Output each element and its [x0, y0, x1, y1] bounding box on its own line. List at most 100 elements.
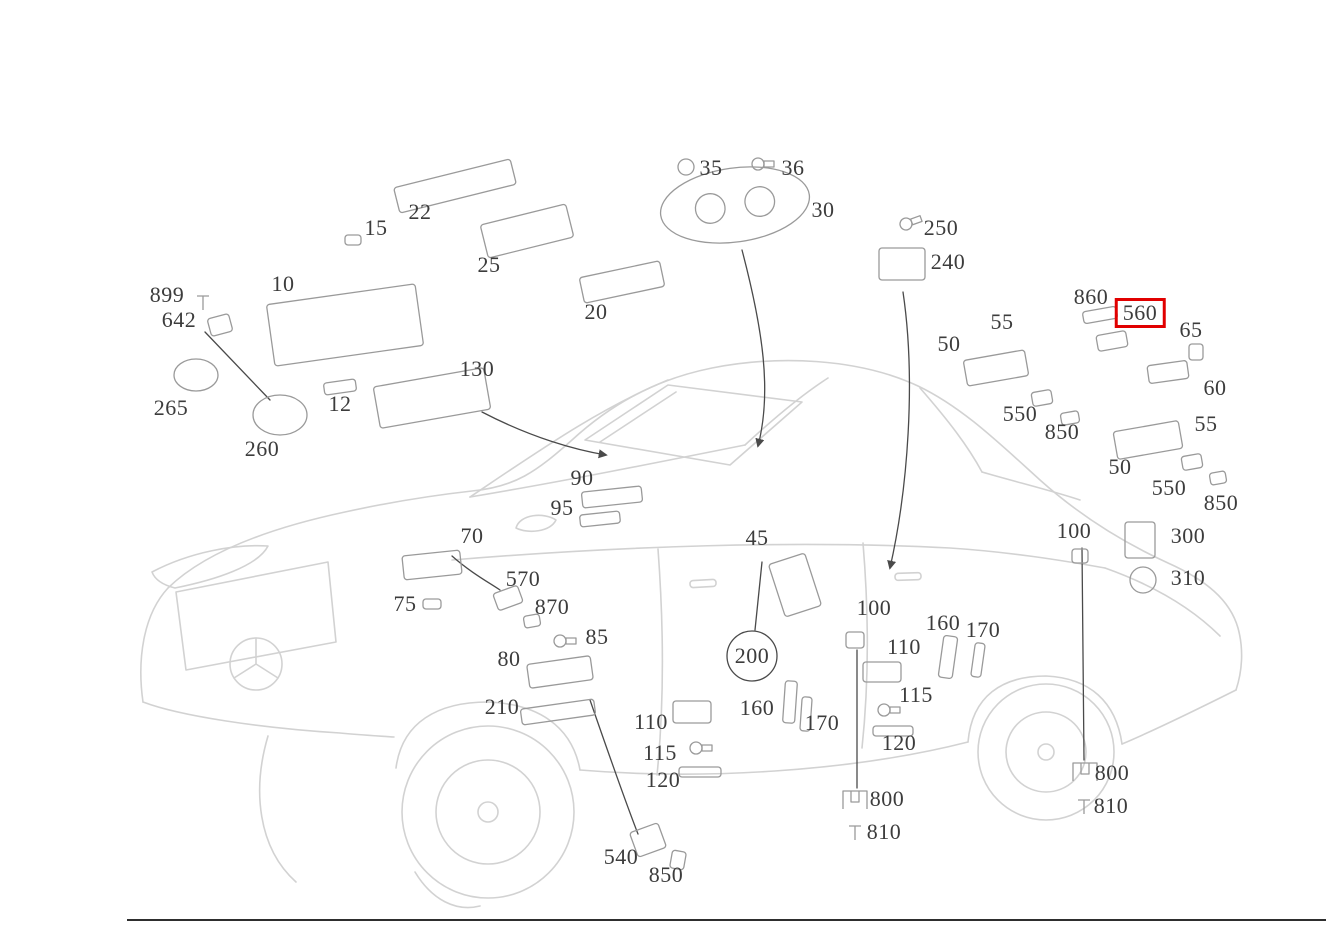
part-number-label[interactable]: 36: [781, 155, 805, 180]
part-number-label[interactable]: 55: [1194, 411, 1218, 436]
overhead-lamp-unit-30-icon: [659, 166, 811, 244]
connector-540-icon: [629, 822, 667, 858]
fitting-550-front-icon: [1030, 389, 1054, 407]
part-number-label[interactable]: 260: [244, 436, 280, 461]
part-number-label[interactable]: 240: [930, 249, 966, 274]
part-number-label[interactable]: 85: [585, 624, 609, 649]
part-number-label[interactable]: 200: [734, 643, 770, 668]
part-number-label[interactable]: 160: [925, 610, 961, 635]
part-number-label[interactable]: 850: [1203, 490, 1239, 515]
part-number-label[interactable]: 300: [1170, 523, 1206, 548]
lamp-560-icon: [1095, 330, 1129, 352]
clip-15-icon: [344, 234, 362, 246]
part-number-label[interactable]: 210: [484, 694, 520, 719]
part-number-label[interactable]: 250: [923, 215, 959, 240]
part-number-label[interactable]: 110: [887, 634, 921, 659]
part-number-label[interactable]: 60: [1203, 375, 1227, 400]
part-number-label[interactable]: 70: [460, 523, 484, 548]
panel-130-icon: [373, 367, 491, 429]
part-number-label[interactable]: 15: [364, 215, 388, 240]
part-number-label[interactable]: 850: [1044, 419, 1080, 444]
lamp-240-icon: [878, 247, 926, 281]
part-number-label[interactable]: 570: [505, 566, 541, 591]
grille: [175, 561, 337, 671]
part-number-label[interactable]: 20: [584, 299, 608, 324]
bulb-250-icon: [899, 215, 923, 231]
part-number-label[interactable]: 120: [881, 730, 917, 755]
part-number-label[interactable]: 45: [745, 525, 769, 550]
screw-810-left-icon: [849, 825, 861, 840]
part-number-label[interactable]: 30: [811, 197, 835, 222]
part-number-label[interactable]: 800: [1094, 760, 1130, 785]
part-number-label[interactable]: 160: [739, 695, 775, 720]
part-number-label[interactable]: 10: [271, 271, 295, 296]
overhead-console-10-icon: [266, 283, 424, 367]
fitting-850-rear-icon: [1208, 470, 1228, 486]
part-number-label[interactable]: 870: [534, 594, 570, 619]
lamp-25-icon: [480, 203, 574, 259]
lamp-50-rear-icon: [1112, 420, 1184, 460]
hook-899-icon: [197, 295, 209, 310]
part-number-label[interactable]: 550: [1151, 475, 1187, 500]
part-number-label[interactable]: 265: [153, 395, 189, 420]
part-number-label-selected[interactable]: 560: [1114, 298, 1166, 328]
part-number-label[interactable]: 115: [899, 682, 933, 707]
strip-170-mid-icon: [970, 642, 986, 678]
part-number-label[interactable]: 810: [1093, 793, 1129, 818]
lamp-110-right-icon: [862, 661, 902, 683]
part-number-label[interactable]: 120: [645, 767, 681, 792]
part-number-label[interactable]: 12: [328, 391, 352, 416]
part-number-label[interactable]: 50: [937, 331, 961, 356]
bulb-36-icon: [751, 157, 775, 171]
part-number-label[interactable]: 310: [1170, 565, 1206, 590]
part-number-label[interactable]: 110: [634, 709, 668, 734]
part-number-label[interactable]: 22: [408, 199, 432, 224]
part-number-label[interactable]: 850: [648, 862, 684, 887]
bulb-115-right-icon: [877, 703, 901, 717]
car-outline-drawing: [140, 359, 1243, 909]
part-number-label[interactable]: 65: [1179, 317, 1203, 342]
callout-circle-200: [726, 630, 778, 682]
bottom-rule: [127, 919, 1326, 921]
sensor-100-rear-icon: [1071, 548, 1089, 564]
part-number-label[interactable]: 170: [965, 617, 1001, 642]
part-number-label[interactable]: 130: [459, 356, 495, 381]
switch-300-icon: [1124, 521, 1156, 559]
part-number-label[interactable]: 90: [570, 465, 594, 490]
fitting-550-rear-icon: [1180, 453, 1204, 471]
part-number-label[interactable]: 80: [497, 646, 521, 671]
part-number-label[interactable]: 75: [393, 591, 417, 616]
card-45-icon: [768, 553, 822, 617]
clip-870-icon: [522, 613, 542, 629]
part-number-label[interactable]: 810: [866, 819, 902, 844]
part-number-label[interactable]: 642: [161, 307, 197, 332]
part-number-label[interactable]: 115: [643, 740, 677, 765]
part-number-label[interactable]: 540: [603, 844, 639, 869]
bracket-800-right-icon: [1072, 762, 1098, 781]
part-number-label[interactable]: 800: [869, 786, 905, 811]
strip-160-left-icon: [782, 680, 798, 724]
ring-310-icon: [1129, 566, 1157, 594]
part-number-label[interactable]: 95: [550, 495, 574, 520]
clip-850-bottom-icon: [669, 849, 687, 871]
part-number-label[interactable]: 55: [990, 309, 1014, 334]
part-number-label[interactable]: 550: [1002, 401, 1038, 426]
front-wheel: [401, 725, 575, 899]
leader-lines: [204, 249, 1085, 835]
clip-65-icon: [1188, 343, 1204, 361]
part-number-label[interactable]: 100: [856, 595, 892, 620]
part-number-label[interactable]: 860: [1073, 284, 1109, 309]
part-number-label[interactable]: 35: [699, 155, 723, 180]
part-number-label[interactable]: 25: [477, 252, 501, 277]
part-number-label[interactable]: 899: [149, 282, 185, 307]
lamp-50-front-icon: [963, 349, 1029, 387]
part-number-label[interactable]: 100: [1056, 518, 1092, 543]
part-number-label[interactable]: 170: [804, 710, 840, 735]
trim-90-icon: [580, 485, 644, 509]
screw-810-right-icon: [1078, 799, 1090, 814]
headlight: [151, 544, 269, 589]
part-number-label[interactable]: 50: [1108, 454, 1132, 479]
bracket-570-icon: [492, 585, 524, 611]
